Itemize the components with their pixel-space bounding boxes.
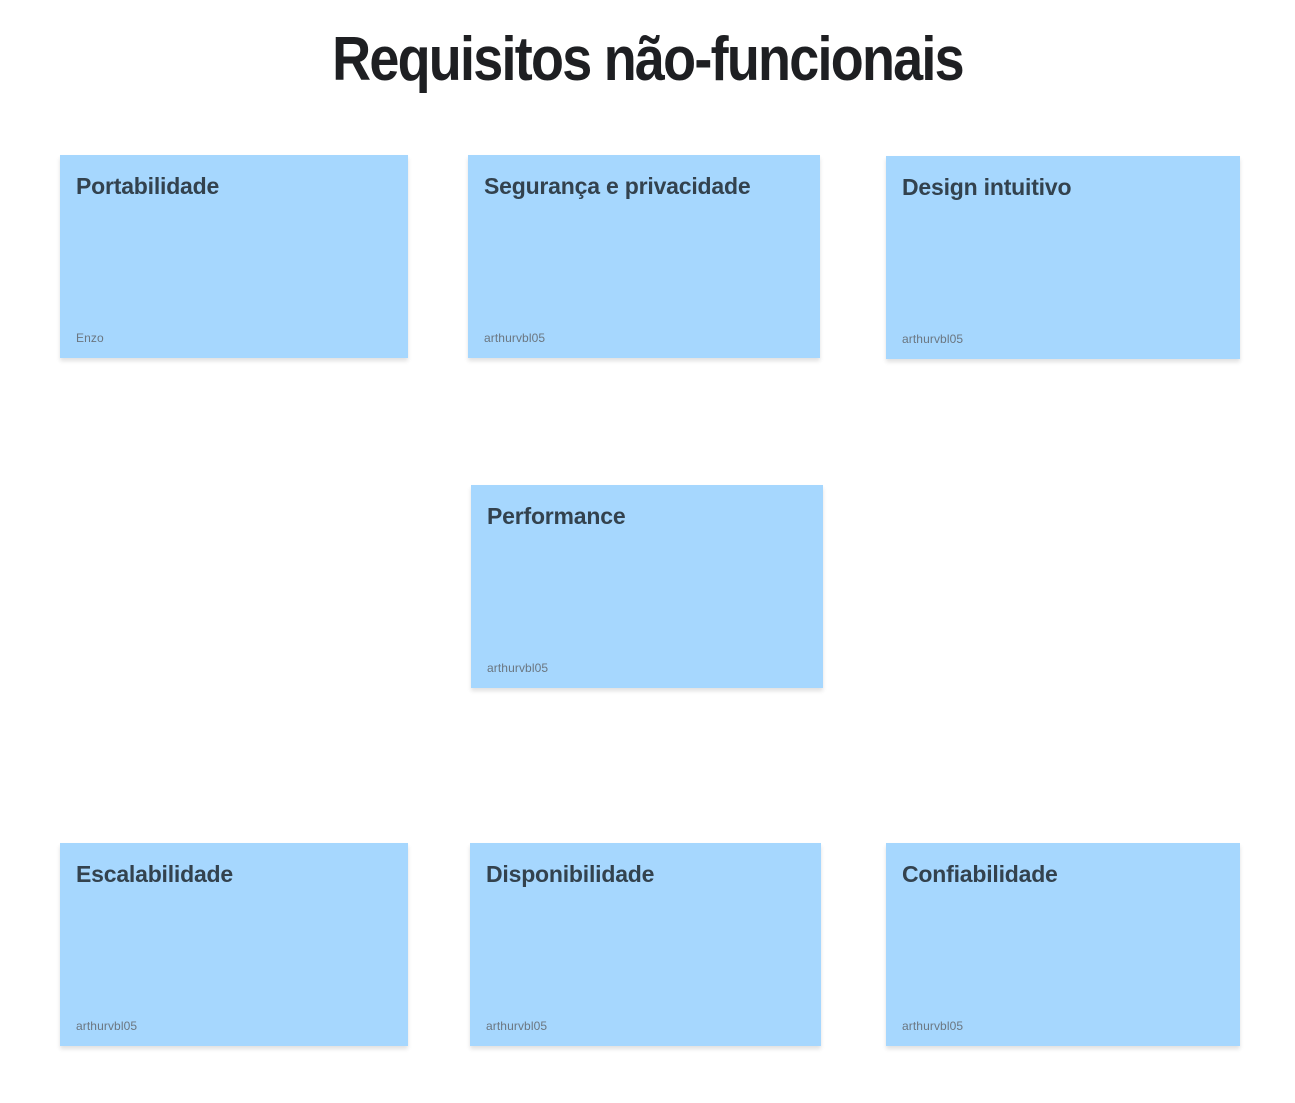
sticky-note-disponibilidade[interactable]: Disponibilidade arthurvbl05 xyxy=(470,843,821,1046)
sticky-note-author: arthurvbl05 xyxy=(76,1019,138,1033)
sticky-note-title: Performance xyxy=(487,503,626,529)
sticky-note-title: Segurança e privacidade xyxy=(484,173,751,199)
sticky-note-escalabilidade[interactable]: Escalabilidade arthurvbl05 xyxy=(60,843,408,1046)
sticky-note-title: Portabilidade xyxy=(76,173,220,199)
sticky-note-title: Confiabilidade xyxy=(902,861,1058,887)
sticky-note-design-intuitivo[interactable]: Design intuitivo arthurvbl05 xyxy=(886,156,1240,359)
sticky-note-portabilidade[interactable]: Portabilidade Enzo xyxy=(60,155,408,358)
sticky-note-author: arthurvbl05 xyxy=(486,1019,548,1033)
sticky-note-title: Design intuitivo xyxy=(902,174,1072,200)
sticky-note-performance[interactable]: Performance arthurvbl05 xyxy=(471,485,823,688)
sticky-note-author: arthurvbl05 xyxy=(902,332,964,346)
sticky-note-title: Disponibilidade xyxy=(486,861,655,887)
sticky-note-title: Escalabilidade xyxy=(76,861,233,887)
board-title: Requisitos não-funcionais xyxy=(332,25,965,94)
sticky-note-author: arthurvbl05 xyxy=(487,661,549,675)
sticky-note-author: arthurvbl05 xyxy=(902,1019,964,1033)
sticky-note-seguranca-e-privacidade[interactable]: Segurança e privacidade arthurvbl05 xyxy=(468,155,820,358)
sticky-note-confiabilidade[interactable]: Confiabilidade arthurvbl05 xyxy=(886,843,1240,1046)
board-title-container: Requisitos não-funcionais xyxy=(0,24,1295,95)
sticky-note-author: arthurvbl05 xyxy=(484,331,546,345)
sticky-note-author: Enzo xyxy=(76,331,104,345)
